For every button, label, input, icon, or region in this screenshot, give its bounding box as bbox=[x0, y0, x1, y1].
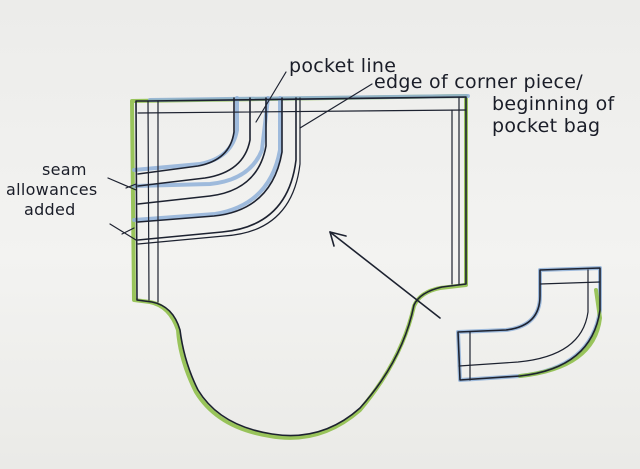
seam-leader-2 bbox=[109, 223, 137, 241]
pocket-line-label: pocket line bbox=[289, 55, 397, 77]
corner-piece-inner-1 bbox=[539, 281, 601, 285]
corner-edge-leader bbox=[299, 83, 373, 129]
seam-tick-1 bbox=[125, 183, 137, 189]
corner-edge-curve-4 bbox=[137, 97, 301, 245]
corner-edge-curve-2 bbox=[137, 97, 283, 223]
added-label: added bbox=[24, 200, 76, 219]
corner-piece-blue bbox=[456, 266, 602, 382]
corner-edge-curve-3 bbox=[137, 97, 297, 241]
pocket-bag-label: pocket bag bbox=[492, 115, 601, 137]
corner-piece-inner-2 bbox=[458, 269, 589, 367]
corner-edge-blue bbox=[132, 96, 282, 222]
seam-label: seam bbox=[42, 160, 87, 179]
pocket-line-curve bbox=[137, 97, 235, 175]
pocket-line-blue bbox=[132, 96, 239, 172]
corner-piece-outline bbox=[457, 267, 601, 381]
beginning-of-label: beginning of bbox=[492, 93, 615, 115]
main-pattern-piece bbox=[135, 96, 467, 437]
allowances-label: allowances bbox=[6, 180, 98, 199]
main-piece-green-outline bbox=[130, 94, 468, 440]
main-piece-outline bbox=[135, 96, 467, 437]
seam-leader-1 bbox=[107, 177, 137, 191]
top-band-blue bbox=[148, 94, 470, 102]
pocket-line-curve-2 bbox=[137, 97, 251, 187]
leader-lines bbox=[107, 71, 373, 241]
arrow-head bbox=[329, 231, 347, 247]
arrow-shaft bbox=[329, 231, 441, 319]
corner-piece-detached bbox=[456, 266, 602, 382]
seam-tick-2 bbox=[121, 227, 135, 235]
seam-band-blue bbox=[132, 96, 270, 188]
waistband-line-1 bbox=[137, 109, 467, 114]
placement-arrow bbox=[329, 231, 441, 319]
waistband-line-2 bbox=[147, 100, 150, 301]
corner-edge-curve-1 bbox=[137, 97, 267, 205]
pocket-line-leader bbox=[255, 71, 287, 123]
corner-edge-label: edge of corner piece/ bbox=[374, 71, 583, 93]
